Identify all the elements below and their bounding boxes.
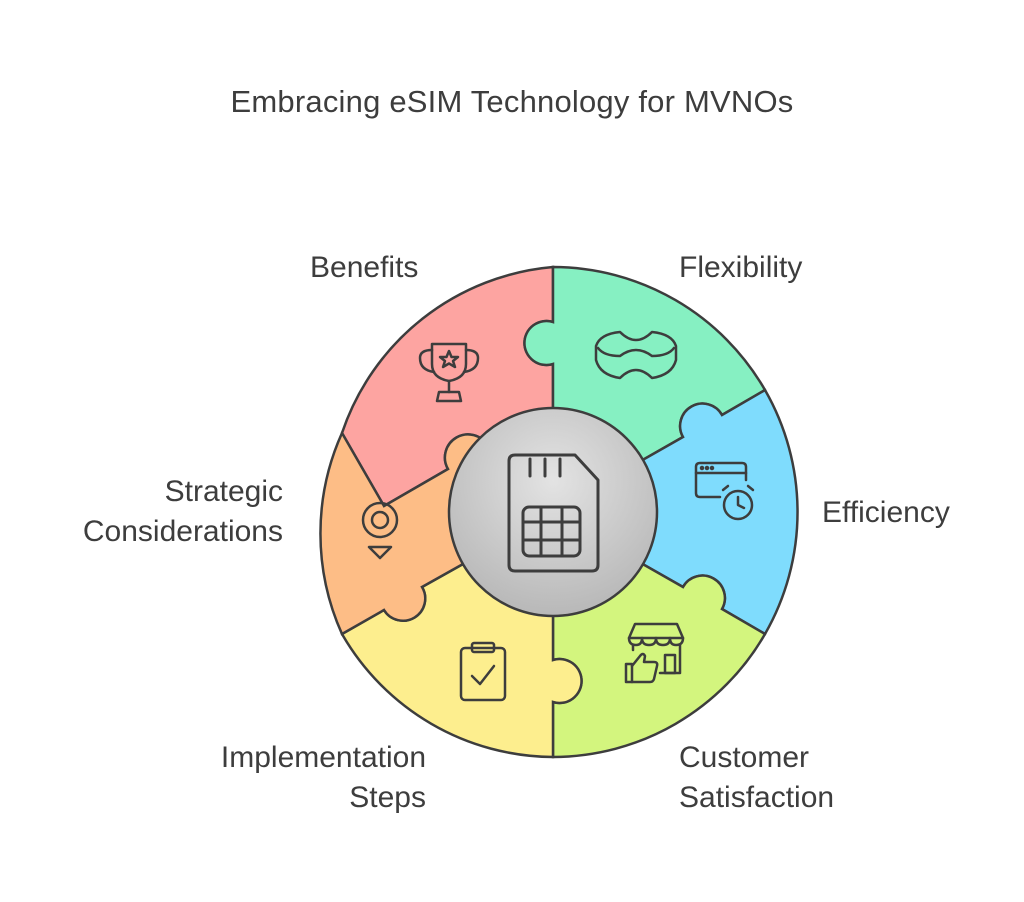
label-implementation-steps: Implementation Steps [221,738,426,818]
label-customer-satisfaction-line-1: Customer [679,741,810,774]
target-pin-icon [361,501,399,560]
diagram-title: Embracing eSIM Technology for MVNOs [230,84,794,119]
label-benefits: Benefits [310,248,418,288]
browser-clock-icon [694,461,755,521]
trophy-icon [418,342,480,403]
label-implementation-steps-line-2: Steps [349,781,426,814]
sim-card-icon [507,453,600,573]
flexible-band-icon [594,330,678,380]
label-strategic-considerations-line-2: Considerations [82,515,283,548]
label-flexibility-line-1: Flexibility [679,251,803,284]
label-customer-satisfaction: Customer Satisfaction [679,738,834,818]
segment-strategic-considerations [319,430,490,636]
label-strategic-considerations: Strategic Considerations [83,472,283,552]
label-benefits-line-1: Benefits [310,251,419,284]
store-thumbs-up-icon [624,622,685,684]
label-strategic-considerations-line-1: Strategic [164,475,283,508]
label-customer-satisfaction-line-2: Satisfaction [679,781,835,814]
label-efficiency: Efficiency [822,493,950,533]
center-hub [447,406,659,618]
label-flexibility: Flexibility [679,248,802,288]
label-efficiency-line-1: Efficiency [822,496,950,529]
label-implementation-steps-line-1: Implementation [220,741,426,774]
clipboard-check-icon [459,641,507,702]
